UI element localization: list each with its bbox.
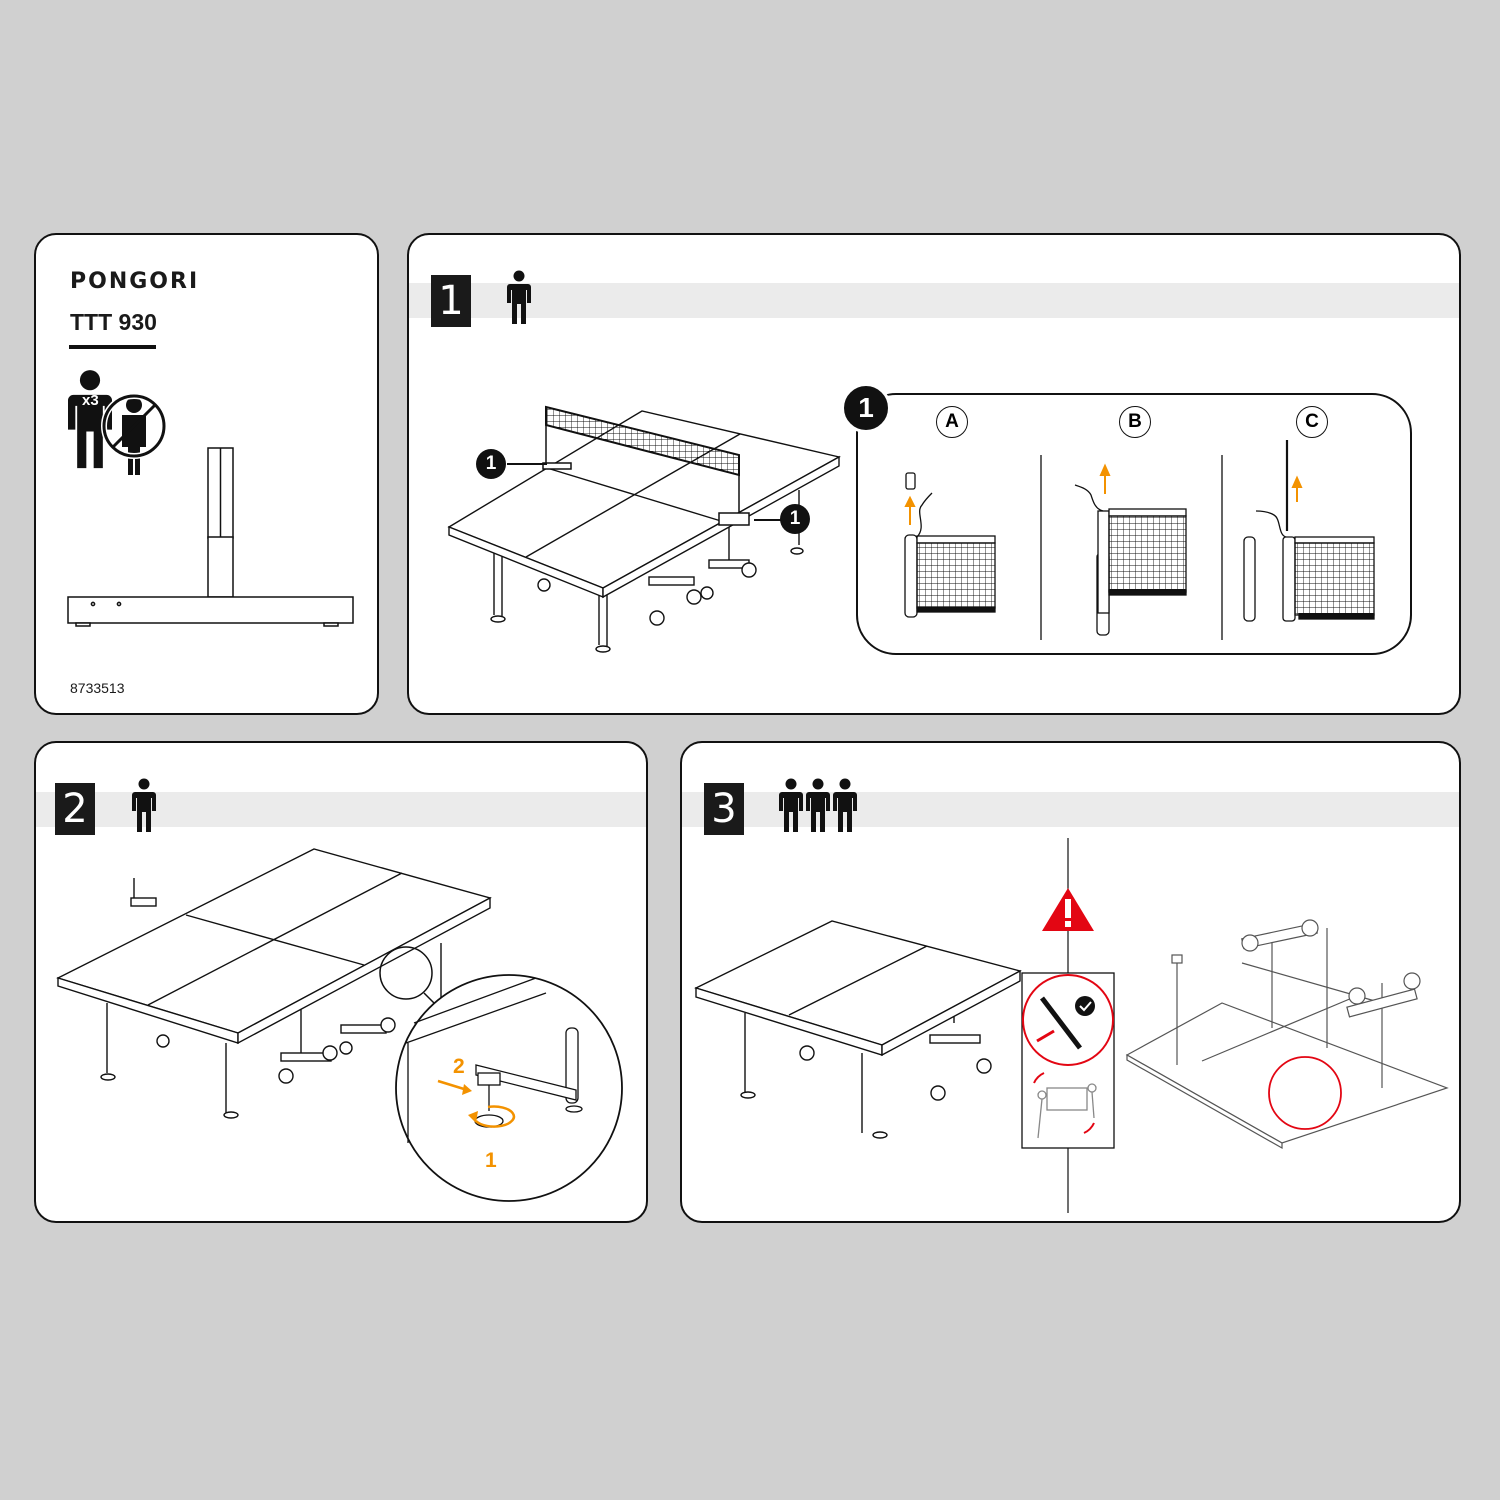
order-label-2: 2 <box>453 1055 465 1078</box>
people-lifting-icon <box>1037 1083 1097 1139</box>
sub-step-label-c: C <box>1296 406 1328 438</box>
table-and-frame-drawing <box>694 838 1449 1213</box>
adult-only-icon <box>68 370 167 475</box>
zoom-detail-circle <box>395 974 623 1202</box>
table-unfolded-drawing <box>56 848 623 1202</box>
step-number: 2 <box>55 783 95 835</box>
warning-icon <box>1042 888 1094 931</box>
multiplier-label: x3 <box>82 392 99 409</box>
orange-arrow-icons <box>904 463 1303 525</box>
order-label-1: 1 <box>485 1149 497 1172</box>
brand-name: PONGORI <box>70 269 200 294</box>
sub-step-label-a: A <box>936 406 968 438</box>
net-post-base-drawing <box>67 447 354 627</box>
net-assembly-steps-drawing <box>904 440 1375 640</box>
cover-panel: PONGORI TTT 930 x3 8733513 <box>34 233 379 715</box>
step-1-panel: 1 1 1 1 A B C <box>407 233 1461 715</box>
detail-callout: 1 <box>841 383 891 433</box>
sub-step-label-b: B <box>1119 406 1151 438</box>
net-detail-box <box>856 393 1412 655</box>
step-2-panel: 2 <box>34 741 648 1223</box>
model-name: TTT 930 <box>70 309 157 335</box>
reference-number: 8733513 <box>70 680 125 696</box>
table-with-net-drawing <box>447 405 841 653</box>
step-number: 3 <box>704 783 744 835</box>
inverted-frame <box>1125 919 1449 1150</box>
step-header-band <box>409 283 1459 318</box>
model-underline <box>69 345 156 349</box>
step-3-panel: 3 <box>680 741 1461 1223</box>
callout-marker: 1 <box>780 504 810 534</box>
callout-marker: 1 <box>476 449 506 479</box>
step-number: 1 <box>431 275 471 327</box>
